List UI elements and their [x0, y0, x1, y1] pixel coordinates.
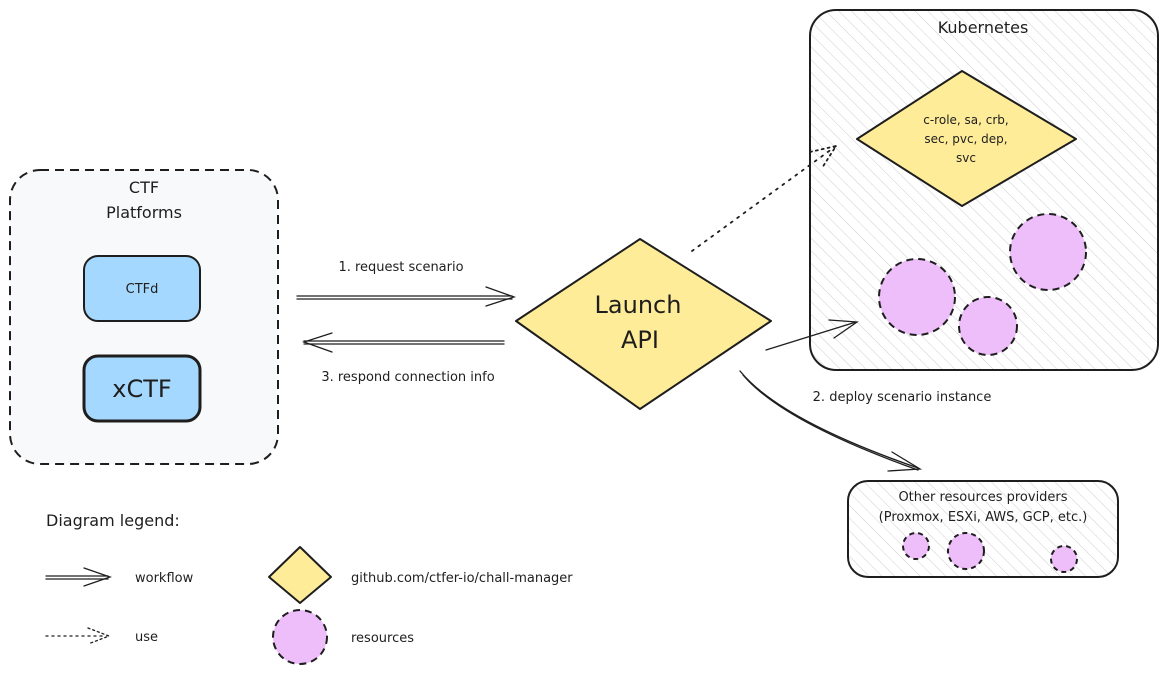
legend-resources-label: resources	[351, 631, 414, 646]
launch-api-node: Launch API	[515, 238, 772, 410]
kubernetes-group: Kubernetes c-role, sa, crb, sec, pvc, de…	[809, 9, 1159, 371]
provider-resource-circle	[1050, 545, 1078, 573]
provider-resource-circle	[902, 532, 930, 560]
legend-chall-manager-label: github.com/ctfer-io/chall-manager	[351, 571, 573, 586]
deploy-k8s-arrow	[765, 319, 859, 351]
providers-title: (Proxmox, ESXi, AWS, GCP, etc.)	[879, 510, 1088, 525]
xctf-label: xCTF	[112, 375, 171, 403]
k8s-resource-circle	[878, 258, 956, 336]
k8s-resources-label: c-role, sa, crb,	[923, 113, 1008, 127]
ctfd-node	[83, 255, 201, 322]
use-k8s-arrow	[691, 144, 838, 252]
k8s-resources-label: svc	[956, 151, 976, 165]
respond-arrow	[301, 332, 505, 353]
providers-title: Other resources providers	[898, 490, 1067, 505]
legend-use-label: use	[135, 630, 158, 645]
respond-label: 3. respond connection info	[321, 370, 494, 385]
legend-title: Diagram legend:	[46, 511, 180, 530]
xctf-node	[82, 354, 202, 423]
request-arrow	[296, 286, 517, 307]
legend-use-arrow-icon	[45, 627, 111, 645]
legend-workflow-label: workflow	[135, 571, 194, 586]
k8s-resources-diamond	[856, 70, 1077, 207]
request-label: 1. request scenario	[338, 260, 463, 275]
ctfd-label: CTFd	[126, 282, 159, 297]
legend-resource-circle-icon	[272, 609, 328, 665]
legend-workflow-arrow-icon	[45, 567, 112, 587]
deploy-providers-arrow	[739, 370, 923, 472]
providers-group: Other resources providers (Proxmox, ESXi…	[847, 480, 1119, 578]
k8s-resource-circle	[958, 296, 1018, 356]
ctf-platforms-group: CTF Platforms CTFd xCTF	[9, 169, 279, 465]
diagram-legend: Diagram legend: workflow use github.com/…	[45, 511, 573, 665]
provider-resource-circle	[947, 532, 985, 570]
k8s-resources-label: sec, pvc, dep,	[924, 132, 1007, 146]
k8s-resource-circle	[1009, 213, 1087, 291]
launch-api-diamond	[515, 238, 772, 410]
ctf-platforms-title: Platforms	[106, 203, 182, 222]
legend-diamond-icon	[268, 546, 332, 604]
launch-api-label: Launch	[595, 291, 682, 319]
kubernetes-title: Kubernetes	[938, 18, 1029, 37]
launch-api-label: API	[621, 326, 659, 354]
ctf-platforms-title: CTF	[129, 178, 159, 197]
deploy-label: 2. deploy scenario instance	[813, 390, 992, 405]
